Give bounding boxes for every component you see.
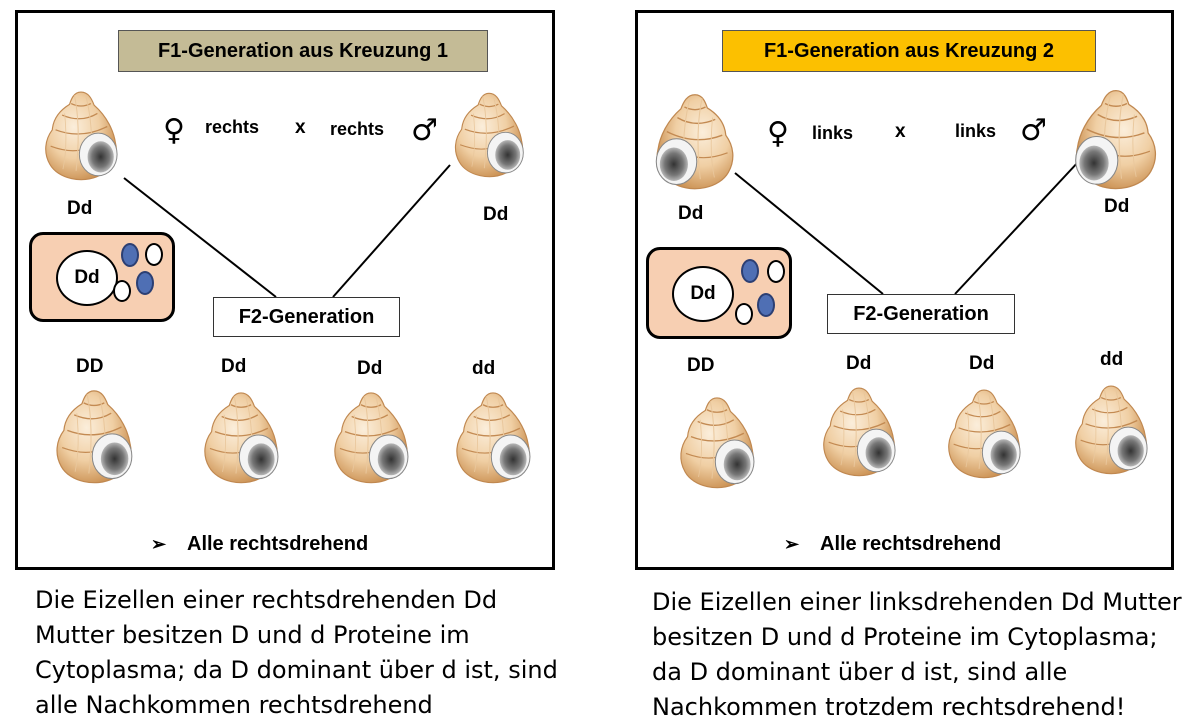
- protein-d-recessive-icon: [113, 280, 131, 302]
- conclusion-arrow-icon: ➢: [784, 534, 800, 554]
- cross-1-title: F1-Generation aus Kreuzung 1: [118, 30, 488, 72]
- cross-2-panel: F1-Generation aus Kreuzung 2 ♀ links x l…: [635, 10, 1174, 570]
- snail-parent-female-icon: [40, 88, 122, 188]
- female-side-label: links: [812, 123, 854, 143]
- egg-cell: Dd: [29, 232, 175, 322]
- offspring-genotype: Dd: [969, 353, 995, 374]
- parent-female-genotype: Dd: [678, 203, 704, 224]
- cross-2-connector-lines: [734, 159, 1081, 295]
- cross-1-panel: F1-Generation aus Kreuzung 1 ♀ rechts x …: [15, 10, 555, 570]
- caption-line: Nachkommen trotzdem rechtsdrehend!: [652, 693, 1126, 721]
- f2-generation-label: F2-Generation: [827, 294, 1015, 334]
- snail-parent-male-icon: [450, 90, 528, 184]
- female-symbol-icon: ♀: [767, 116, 789, 151]
- protein-d-recessive-icon: [767, 260, 785, 283]
- caption-line: da D dominant über d ist, sind alle: [652, 658, 1068, 686]
- egg-cell-nucleus: Dd: [672, 266, 734, 322]
- parent-male-genotype: Dd: [483, 204, 509, 225]
- cross-1-connector-lines: [123, 164, 451, 298]
- caption-line: Mutter besitzen D und d Proteine im: [35, 621, 470, 649]
- cross-2-caption: Die Eizellen einer linksdrehenden Dd Mut…: [652, 585, 1182, 725]
- cross-2-title: F1-Generation aus Kreuzung 2: [722, 30, 1096, 72]
- snail-offspring-icon: [675, 394, 759, 496]
- snail-offspring-icon: [199, 389, 283, 491]
- snail-parent-male-icon: [1070, 87, 1162, 197]
- conclusion-text: Alle rechtsdrehend: [187, 533, 369, 555]
- snail-offspring-icon: [1070, 382, 1152, 482]
- caption-line: Die Eizellen einer rechtsdrehenden Dd: [35, 586, 498, 614]
- egg-cell: Dd: [646, 247, 792, 339]
- protein-d-dominant-icon: [136, 271, 154, 295]
- offspring-genotype: DD: [687, 355, 715, 376]
- parent-female-genotype: Dd: [67, 198, 93, 219]
- male-side-label: links: [955, 121, 997, 141]
- snail-offspring-icon: [818, 384, 900, 484]
- offspring-genotype: Dd: [357, 358, 383, 379]
- snail-offspring-icon: [329, 389, 413, 491]
- female-side-label: rechts: [205, 117, 260, 137]
- female-symbol-icon: ♀: [163, 113, 185, 148]
- cross-symbol: x: [295, 117, 306, 138]
- male-symbol-icon: ♂: [411, 113, 438, 148]
- male-side-label: rechts: [330, 119, 385, 139]
- protein-d-dominant-icon: [741, 259, 759, 283]
- snail-offspring-icon: [451, 389, 535, 491]
- f2-generation-label: F2-Generation: [213, 297, 400, 337]
- cross-1-caption: Die Eizellen einer rechtsdrehenden Dd Mu…: [35, 583, 558, 723]
- protein-d-dominant-icon: [121, 243, 139, 267]
- snail-offspring-icon: [943, 386, 1025, 486]
- offspring-genotype: Dd: [846, 353, 872, 374]
- protein-d-recessive-icon: [735, 303, 753, 325]
- conclusion-text: Alle rechtsdrehend: [820, 533, 1002, 555]
- offspring-genotype: dd: [472, 358, 496, 379]
- parent-male-genotype: Dd: [1104, 196, 1130, 217]
- protein-d-dominant-icon: [757, 293, 775, 317]
- protein-d-recessive-icon: [145, 243, 163, 266]
- offspring-genotype: dd: [1100, 349, 1124, 370]
- offspring-genotype: DD: [76, 356, 104, 377]
- snail-offspring-icon: [51, 387, 137, 491]
- caption-line: besitzen D und d Proteine im Cytoplasma;: [652, 623, 1158, 651]
- snail-parent-female-icon: [651, 91, 739, 197]
- caption-line: Die Eizellen einer linksdrehenden Dd Mut…: [652, 588, 1182, 616]
- caption-line: alle Nachkommen rechtsdrehend: [35, 691, 433, 719]
- cross-symbol: x: [895, 121, 906, 142]
- male-symbol-icon: ♂: [1020, 113, 1047, 148]
- caption-line: Cytoplasma; da D dominant über d ist, si…: [35, 656, 558, 684]
- egg-cell-nucleus: Dd: [56, 250, 118, 306]
- offspring-genotype: Dd: [221, 356, 247, 377]
- conclusion-arrow-icon: ➢: [151, 534, 167, 554]
